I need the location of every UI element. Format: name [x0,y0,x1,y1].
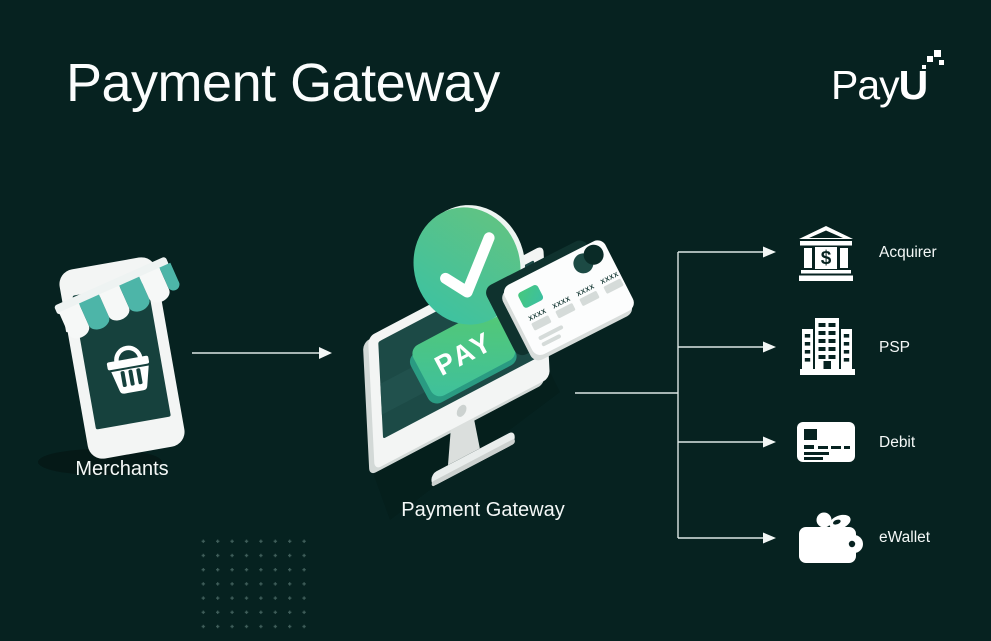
dot-grid-decoration [192,538,306,636]
store-awning-icon [54,257,180,339]
monitor-illustration: PAY XXXX XXXX XXXX [363,205,634,487]
destination-label-psp: PSP [879,339,911,356]
card-chip-icon [518,285,544,308]
debit-card-icon [797,422,855,462]
destination-label-ewallet: eWallet [879,529,931,546]
arrowheads [763,246,776,544]
page-title: Payment Gateway [66,53,500,113]
merchant-phone-icon [54,257,185,459]
monitor-stand [447,417,480,466]
shopping-basket-icon [106,345,150,394]
destination-label-acquirer: Acquirer [879,244,937,261]
credit-card-icon: XXXX XXXX XXXX XXXX [486,240,634,361]
logo-plus-pixel [934,50,941,57]
phone-shadow [38,449,162,475]
destination-label-debit: Debit [879,434,916,451]
logo-plus-pixel [922,65,926,69]
payu-logo: PayU [831,62,929,109]
arrow-merchants-to-gateway [192,347,332,359]
logo-text-u: U [898,62,929,108]
bank-icon: $ [799,226,853,281]
pay-button-icon: PAY [409,308,517,404]
logo-text-pay: Pay [831,62,900,108]
payment-gateway-label: Payment Gateway [401,499,565,521]
dollar-sign: $ [821,248,832,269]
merchants-label: Merchants [75,458,169,480]
wallet-icon [799,512,863,563]
office-building-icon [800,318,855,375]
connector-tree [575,251,763,539]
logo-plus-pixel [939,60,944,65]
logo-plus-pixel [927,56,933,62]
